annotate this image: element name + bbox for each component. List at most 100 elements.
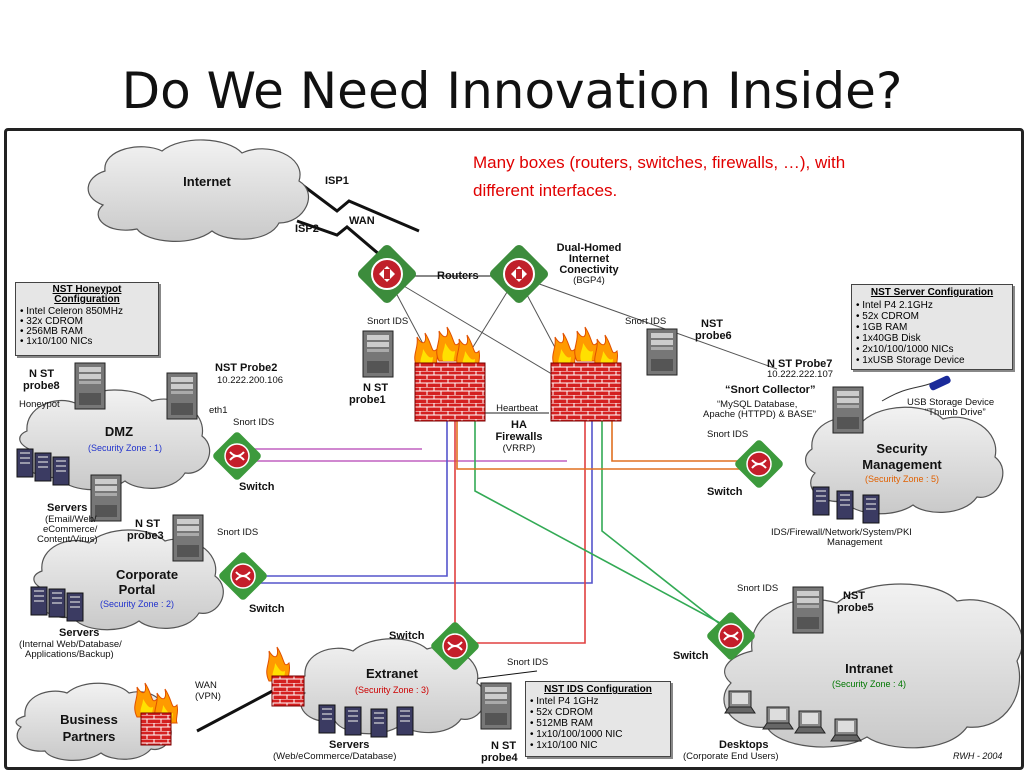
probe4-label-2: probe4	[481, 752, 519, 764]
snort-ids-label-2: Snort IDS	[625, 316, 666, 327]
intranet-label: Intranet	[845, 661, 893, 676]
extranet-label: Extranet	[366, 666, 419, 681]
probe1-icon	[362, 330, 394, 378]
server-config-item: 1x40GB Disk	[856, 333, 1008, 344]
ids-config-item: 512MB RAM	[530, 718, 666, 729]
firewalls-label-3: (VRRP)	[503, 443, 536, 454]
security-label-1: Security	[876, 441, 928, 456]
probe4-icon	[480, 682, 512, 730]
isp1-label: ISP1	[325, 175, 349, 187]
probe4-label-1: N ST	[491, 740, 516, 752]
switch-security-label: Switch	[707, 486, 743, 498]
server-config-box: NST Server Configuration Intel P4 2.1GHz…	[851, 284, 1013, 370]
security-label-2: Management	[862, 457, 942, 472]
server-config-item: 1GB RAM	[856, 322, 1008, 333]
firewall-partners	[134, 682, 179, 746]
probe2-ip: 10.222.200.106	[217, 375, 283, 386]
probe8-icon	[74, 362, 106, 410]
connection-lines	[196, 179, 933, 733]
honeypot-config-item: 32x CDROM	[20, 317, 154, 327]
extranet-cloud: Extranet (Security Zone : 3)	[295, 638, 486, 735]
honeypot-config-box: NST Honeypot Configuration Intel Celeron…	[15, 282, 159, 356]
honeypot-config-title-1: NST Honeypot	[52, 284, 122, 295]
dmz-servers-line2: eCommerce/	[43, 524, 98, 535]
corporate-label-2: Portal	[119, 582, 156, 597]
server-config-item: 1xUSB Storage Device	[856, 355, 1008, 366]
extranet-zone-label: (Security Zone : 3)	[355, 685, 429, 695]
usb-label-1: USB Storage Device	[907, 397, 994, 408]
switch-dmz-label: Switch	[239, 481, 275, 493]
probe1-label-2: probe1	[349, 394, 386, 406]
ids-config-item: 1x10/100 NIC	[530, 740, 666, 751]
probe2-label: NST Probe2	[215, 362, 277, 374]
isp2-label: ISP2	[295, 223, 319, 235]
router-1	[354, 241, 420, 307]
intranet-zone-label: (Security Zone : 4)	[832, 679, 906, 689]
desktops-title: Desktops	[719, 739, 769, 751]
probe8-honeypot-label: Honeypot	[19, 399, 60, 410]
ids-config-box: NST IDS Configuration Intel P4 1GHz 52x …	[525, 681, 671, 757]
signature: RWH - 2004	[953, 751, 1002, 761]
probe8-label-2: probe8	[23, 380, 60, 392]
dmz-servers-title: Servers	[47, 502, 87, 514]
probe6-icon	[646, 328, 678, 376]
server-config-item: 2x10/100/1000 NICs	[856, 344, 1008, 355]
ids-config-item: Intel P4 1GHz	[530, 696, 666, 707]
snort-collector-label: “Snort Collector”	[725, 384, 815, 396]
probe6-label-2: probe6	[695, 330, 732, 342]
probe7-ip: 10.222.222.107	[767, 369, 833, 380]
security-servers-line1: IDS/Firewall/Network/System/PKI	[771, 527, 912, 538]
honeypot-config-item: 256MB RAM	[20, 327, 154, 337]
heartbeat-label: Heartbeat	[496, 403, 538, 414]
annotation-line-2: different interfaces.	[473, 181, 618, 200]
internet-label: Internet	[183, 174, 231, 189]
desktops-line1: (Corporate End Users)	[683, 751, 779, 762]
usb-drive-icon	[929, 375, 951, 391]
switch-security	[732, 437, 786, 491]
corporate-servers-title: Servers	[59, 627, 99, 639]
business-partners-cloud: Business Partners	[15, 682, 172, 761]
firewall-right	[550, 326, 622, 422]
dual-homed-label-1: Dual-Homed	[557, 242, 622, 254]
probe5-label-1: NST	[843, 590, 865, 602]
dual-homed-label-3: Conectivity	[559, 264, 619, 276]
probe1-label-1: N ST	[363, 382, 388, 394]
switch-extranet-label: Switch	[389, 630, 425, 642]
firewalls-label-1: HA	[511, 419, 527, 431]
network-diagram-svg: Internet DMZ (Security Zone : 1) Corpora…	[15, 139, 1021, 764]
firewall-extranet	[266, 646, 305, 707]
honeypot-config-title-2: Configuration	[54, 294, 120, 305]
slide-title: Do We Need Innovation Inside?	[121, 62, 903, 120]
probe7-db-1: “MySQL Database,	[717, 399, 797, 410]
wan-vpn-label-1: WAN	[195, 680, 217, 691]
ids-config-title: NST IDS Configuration	[544, 684, 652, 695]
usb-label-2: “Thumb Drive”	[925, 407, 986, 418]
red-annotation: Many boxes (routers, switches, firewalls…	[473, 149, 845, 205]
probe3-label-1: N ST	[135, 518, 160, 530]
security-zone-label: (Security Zone : 5)	[865, 474, 939, 484]
snort-ids-label-1: Snort IDS	[367, 316, 408, 327]
extranet-servers-line1: (Web/eCommerce/Database)	[273, 751, 396, 762]
security-servers-line2: Management	[827, 537, 883, 548]
wan-label: WAN	[349, 215, 375, 227]
corporate-zone-label: (Security Zone : 2)	[100, 599, 174, 609]
probe6-label-1: NST	[701, 318, 723, 330]
internet-cloud: Internet	[87, 139, 310, 242]
probe7-label: N ST Probe7	[767, 358, 832, 370]
corporate-label-1: Corporate	[116, 567, 178, 582]
network-diagram: Internet DMZ (Security Zone : 1) Corpora…	[4, 128, 1024, 770]
switch-intranet-label: Switch	[673, 650, 709, 662]
wan-vpn-label-2: (VPN)	[195, 691, 221, 702]
router-2	[486, 241, 552, 307]
dual-homed-label-4: (BGP4)	[573, 275, 605, 286]
snort-ids-label-6: Snort IDS	[707, 429, 748, 440]
probe3-label-2: probe3	[127, 530, 164, 542]
honeypot-config-item: Intel Celeron 850MHz	[20, 307, 154, 317]
firewalls-label-2: Firewalls	[495, 431, 542, 443]
snort-ids-label-7: Snort IDS	[737, 583, 778, 594]
snort-ids-label-5: Snort IDS	[507, 657, 548, 668]
dmz-servers-line1: (Email/Web/	[45, 514, 97, 525]
corporate-servers-line2: Applications/Backup)	[25, 649, 114, 660]
ids-config-item: 1x10/100/1000 NIC	[530, 729, 666, 740]
probe7-db-2: Apache (HTTPD) & BASE”	[703, 409, 816, 420]
